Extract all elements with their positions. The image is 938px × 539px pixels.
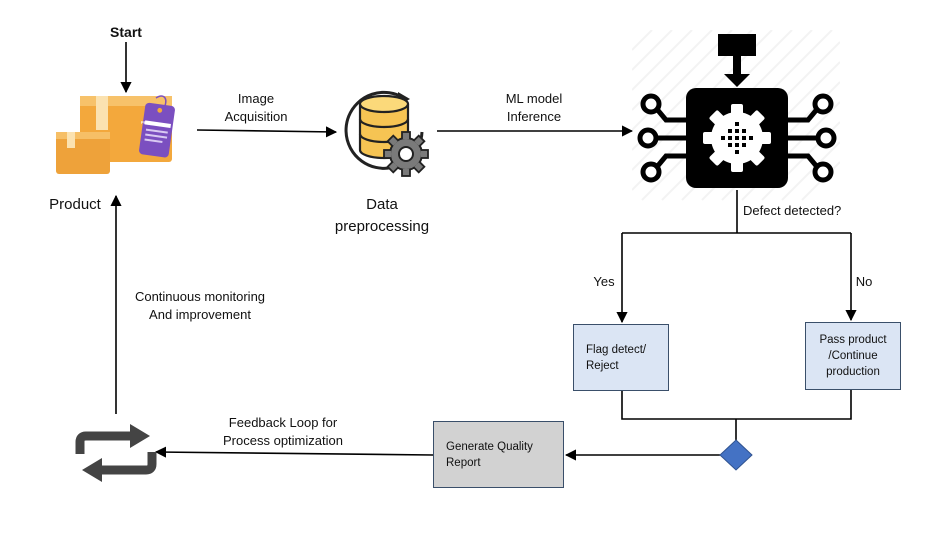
merge-line — [621, 390, 852, 420]
feedback-line-1: Feedback Loop for — [228, 415, 338, 430]
pass-box-line-2: /Continue — [828, 350, 878, 362]
flag-reject-box: Flag detect/ Reject — [573, 324, 669, 391]
image-acquisition-label: Image Acquisition — [210, 90, 302, 126]
refresh-loop-icon — [75, 424, 157, 482]
monitoring-line-1: Continuous monitoring — [134, 289, 266, 304]
ai-chip-icon — [632, 30, 840, 201]
pass-box-line-1: Pass product — [819, 334, 887, 346]
yes-label: Yes — [593, 274, 615, 289]
flag-box-line-2: Reject — [586, 359, 619, 372]
feedback-line-2: Process optimization — [223, 433, 343, 448]
quality-report-box: Generate Quality Report — [433, 421, 564, 488]
report-box-line-2: Report — [446, 456, 481, 469]
pass-product-box: Pass product /Continue production — [805, 322, 901, 390]
product-boxes-icon — [56, 95, 175, 174]
ml-inference-label: ML model Inference — [490, 90, 578, 126]
database-gear-icon — [344, 90, 429, 177]
acquisition-arrow — [196, 126, 338, 138]
flag-box-line-1: Flag detect/ — [586, 343, 647, 356]
pass-box-line-3: production — [826, 366, 880, 378]
start-label: Start — [110, 24, 142, 40]
image-acquisition-line-1: Image — [237, 91, 275, 106]
product-label: Product — [49, 196, 101, 213]
monitoring-label: Continuous monitoring And improvement — [124, 288, 276, 324]
defect-question-label: Defect detected? — [743, 203, 842, 218]
decision-diamond — [719, 439, 753, 471]
no-label: No — [855, 274, 873, 289]
image-acquisition-line-2: Acquisition — [224, 109, 288, 124]
data-preprocessing-label: Data preprocessing — [322, 194, 442, 238]
ml-inference-line-1: ML model — [505, 91, 563, 106]
data-preprocessing-line-2: preprocessing — [334, 218, 430, 235]
feedback-loop-label: Feedback Loop for Process optimization — [212, 414, 354, 450]
feedback-arrow — [154, 446, 434, 458]
monitoring-line-2: And improvement — [149, 307, 251, 322]
ml-inference-line-2: Inference — [506, 109, 562, 124]
data-preprocessing-line-1: Data — [366, 196, 398, 213]
report-box-line-1: Generate Quality — [446, 440, 533, 453]
